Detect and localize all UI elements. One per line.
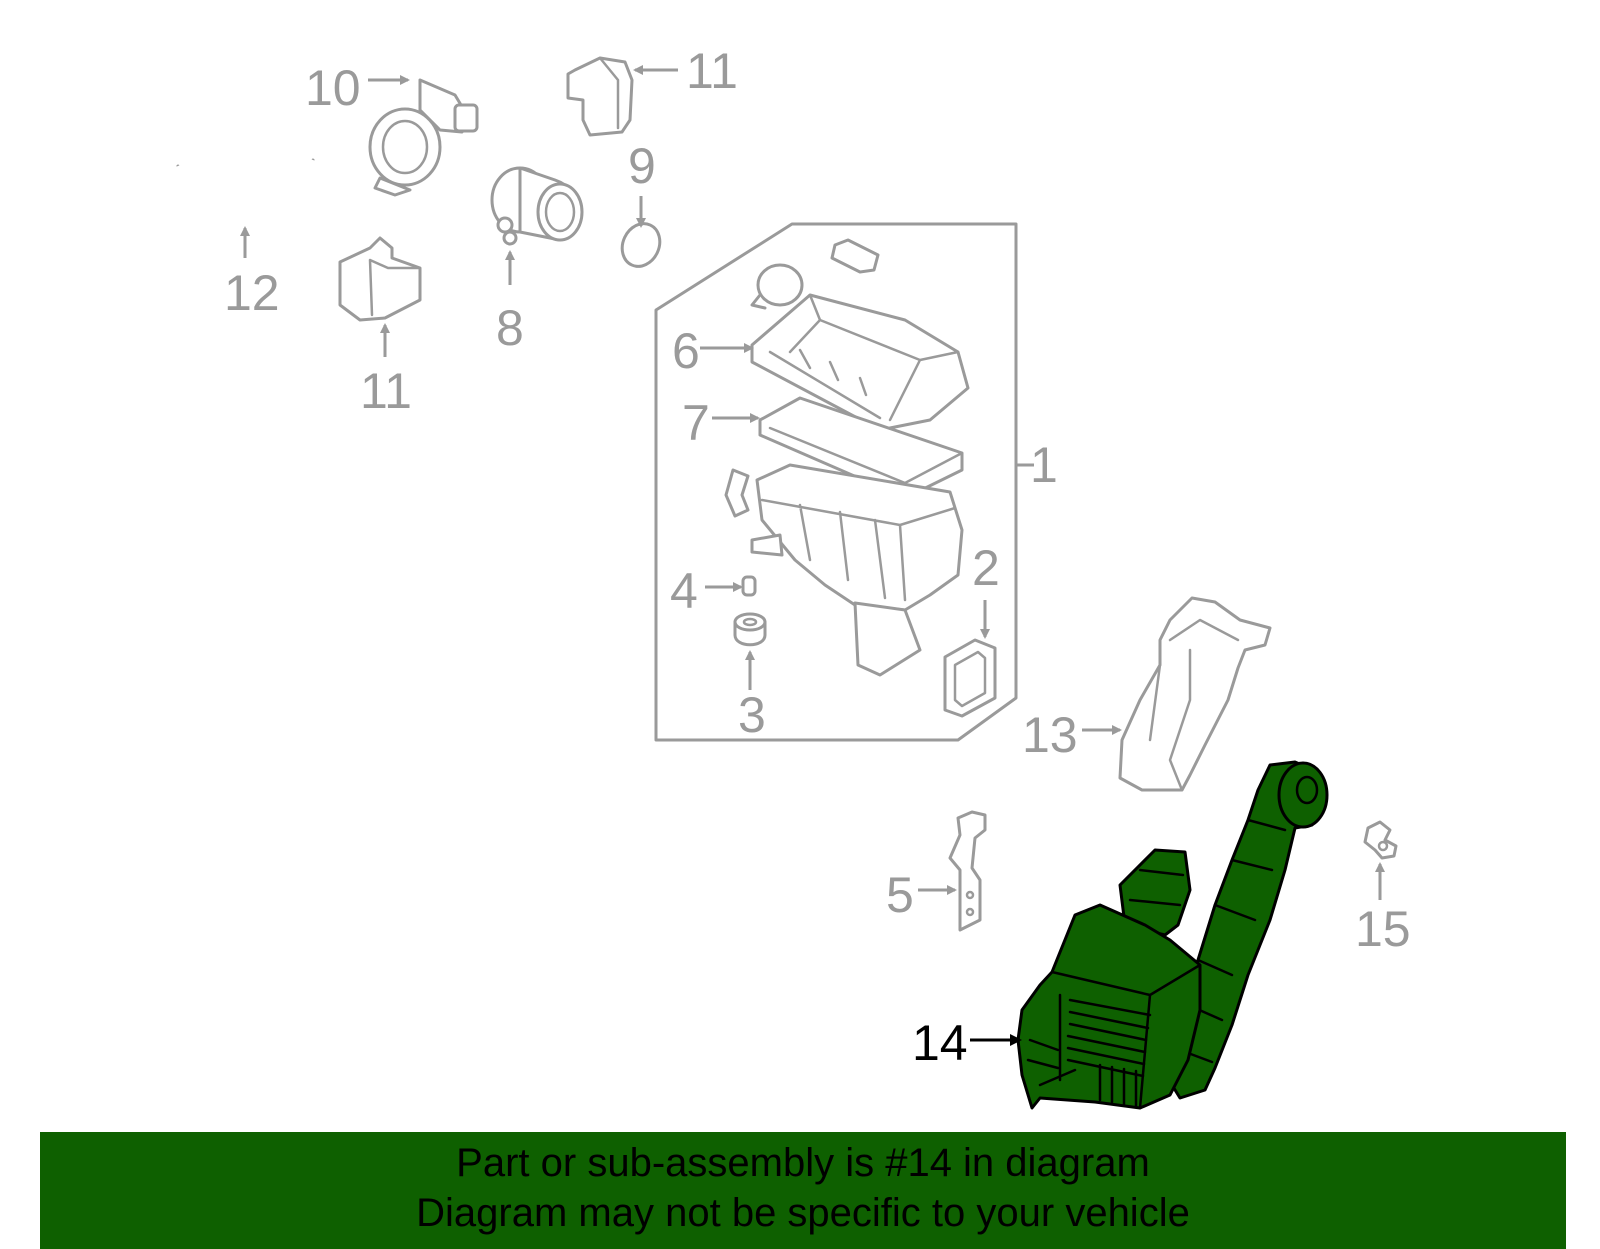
callout-1: 1 bbox=[1030, 437, 1058, 493]
callout-8: 8 bbox=[496, 300, 524, 356]
part-11-sensor-top bbox=[566, 56, 634, 137]
callout-13: 13 bbox=[1022, 707, 1078, 763]
part-4-clip bbox=[741, 575, 757, 597]
callout-11-top: 11 bbox=[686, 43, 738, 99]
callout-2: 2 bbox=[972, 540, 1000, 596]
part-lower-case bbox=[724, 463, 964, 677]
part-8-flow-sensor bbox=[490, 166, 584, 246]
callout-10: 10 bbox=[305, 60, 361, 116]
callout-6: 6 bbox=[672, 323, 700, 379]
part-13-air-duct bbox=[1118, 596, 1272, 792]
part-14-air-cleaner-assembly bbox=[1016, 760, 1329, 1110]
part-9-o-ring bbox=[620, 222, 662, 268]
banner-line-2: Diagram may not be specific to your vehi… bbox=[416, 1191, 1190, 1235]
callout-4: 4 bbox=[670, 563, 698, 619]
callout-5: 5 bbox=[886, 867, 914, 923]
part-6-cover bbox=[750, 293, 970, 432]
callout-15: 15 bbox=[1355, 901, 1411, 957]
callout-7: 7 bbox=[682, 395, 710, 451]
part-10-throttle-body bbox=[368, 78, 479, 197]
part-2-gasket bbox=[943, 638, 997, 718]
callout-3: 3 bbox=[738, 687, 766, 743]
info-banner: Part or sub-assembly is #14 in diagram D… bbox=[40, 1132, 1566, 1249]
callout-11-bottom: 11 bbox=[360, 363, 412, 419]
banner-line-1: Part or sub-assembly is #14 in diagram bbox=[456, 1141, 1150, 1185]
part-11-bracket-bottom bbox=[338, 236, 422, 322]
part-15-clip bbox=[1363, 820, 1398, 860]
callout-14: 14 bbox=[912, 1015, 968, 1071]
part-12-hose bbox=[175, 158, 316, 218]
part-3-grommet bbox=[733, 612, 767, 647]
part-5-bracket bbox=[948, 810, 987, 932]
part-cap bbox=[750, 238, 880, 310]
callout-12: 12 bbox=[224, 265, 280, 321]
callout-9: 9 bbox=[628, 138, 656, 194]
